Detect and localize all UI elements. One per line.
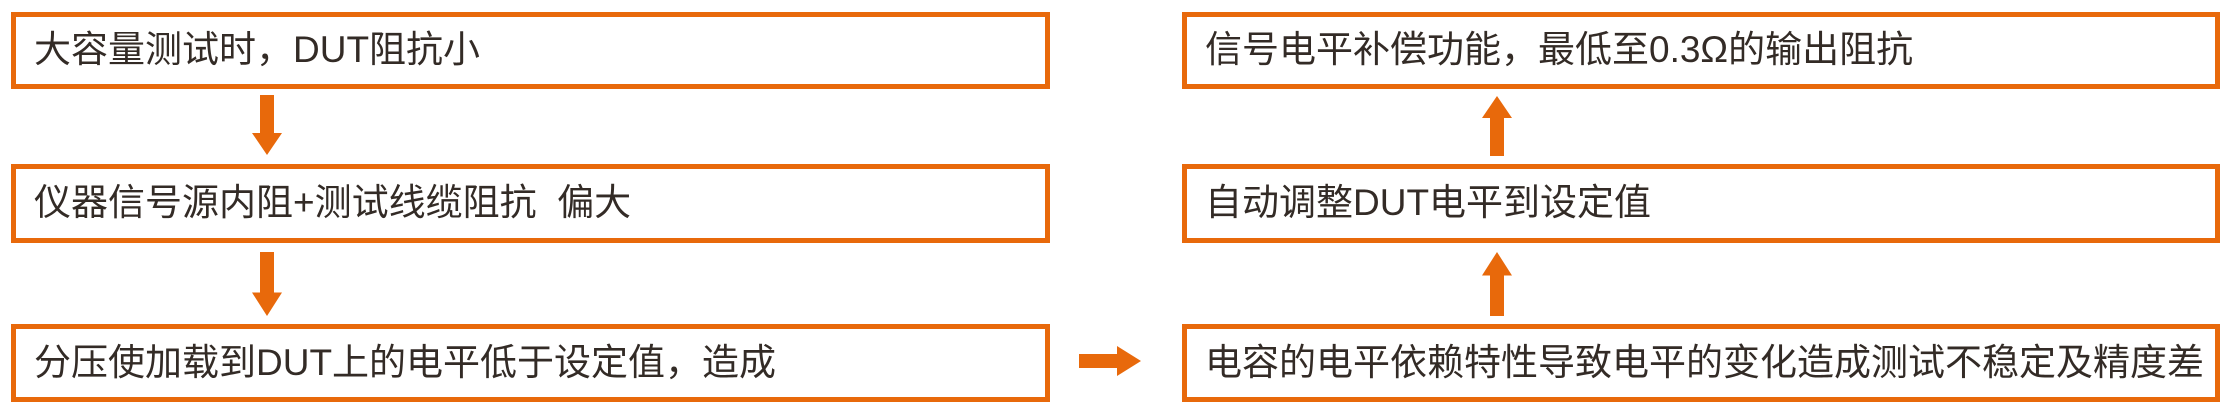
flow-box-left-1: 大容量测试时，DUT阻抗小	[11, 12, 1050, 89]
flow-box-left-3: 分压使加载到DUT上的电平低于设定值，造成	[11, 324, 1050, 402]
flow-box-right-2: 自动调整DUT电平到设定值	[1182, 164, 2220, 243]
flow-box-right-1: 信号电平补偿功能，最低至0.3Ω的输出阻抗	[1182, 12, 2220, 89]
arrow-down-icon	[252, 95, 282, 155]
arrow-down-icon	[252, 252, 282, 316]
arrow-right-icon	[1079, 346, 1141, 376]
flow-box-right-3: 电容的电平依赖特性导致电平的变化造成测试不稳定及精度差	[1182, 324, 2220, 402]
arrow-up-icon	[1482, 252, 1512, 316]
flow-box-left-2: 仪器信号源内阻+测试线缆阻抗 偏大	[11, 164, 1050, 243]
arrow-up-icon	[1482, 96, 1512, 156]
